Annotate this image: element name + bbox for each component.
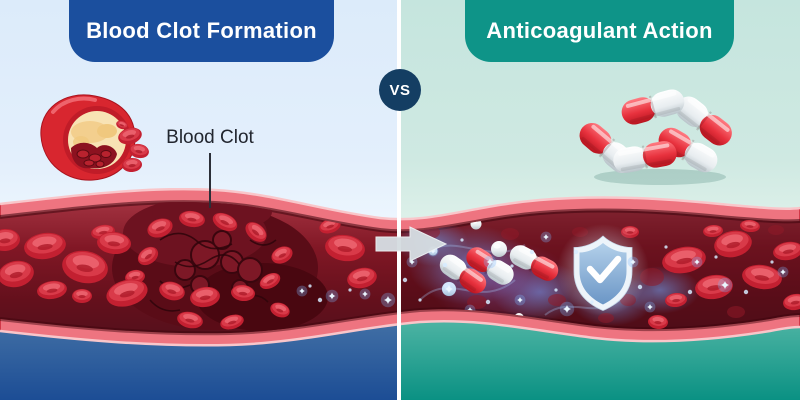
pills-icon — [579, 89, 732, 185]
artery-highlight — [51, 96, 97, 114]
icon-clot-cells — [76, 149, 112, 168]
right-title: Anticoagulant Action — [486, 18, 713, 43]
right-title-badge: Anticoagulant Action — [465, 0, 734, 62]
flow-sparkles — [296, 231, 789, 317]
anticoagulant-capsules — [439, 245, 559, 294]
vessel-contents — [0, 202, 800, 334]
plaque-blob — [97, 124, 117, 138]
blood-clot-label: Blood Clot — [166, 127, 254, 148]
blood-clot-mass — [112, 202, 328, 331]
flow-arrow-icon — [375, 226, 448, 262]
escaping-blood-cells — [116, 120, 149, 173]
left-title: Blood Clot Formation — [86, 18, 317, 43]
panel-divider — [397, 0, 401, 400]
left-title-badge: Blood Clot Formation — [69, 0, 334, 62]
protection-shield-icon — [557, 224, 649, 316]
blood-clot-pointer-line — [209, 153, 211, 208]
red-blood-cells — [0, 218, 800, 330]
arrow-shape — [375, 226, 448, 262]
clogged-artery-icon — [40, 94, 149, 181]
vs-badge: VS — [379, 69, 421, 111]
vs-label: VS — [389, 81, 411, 99]
